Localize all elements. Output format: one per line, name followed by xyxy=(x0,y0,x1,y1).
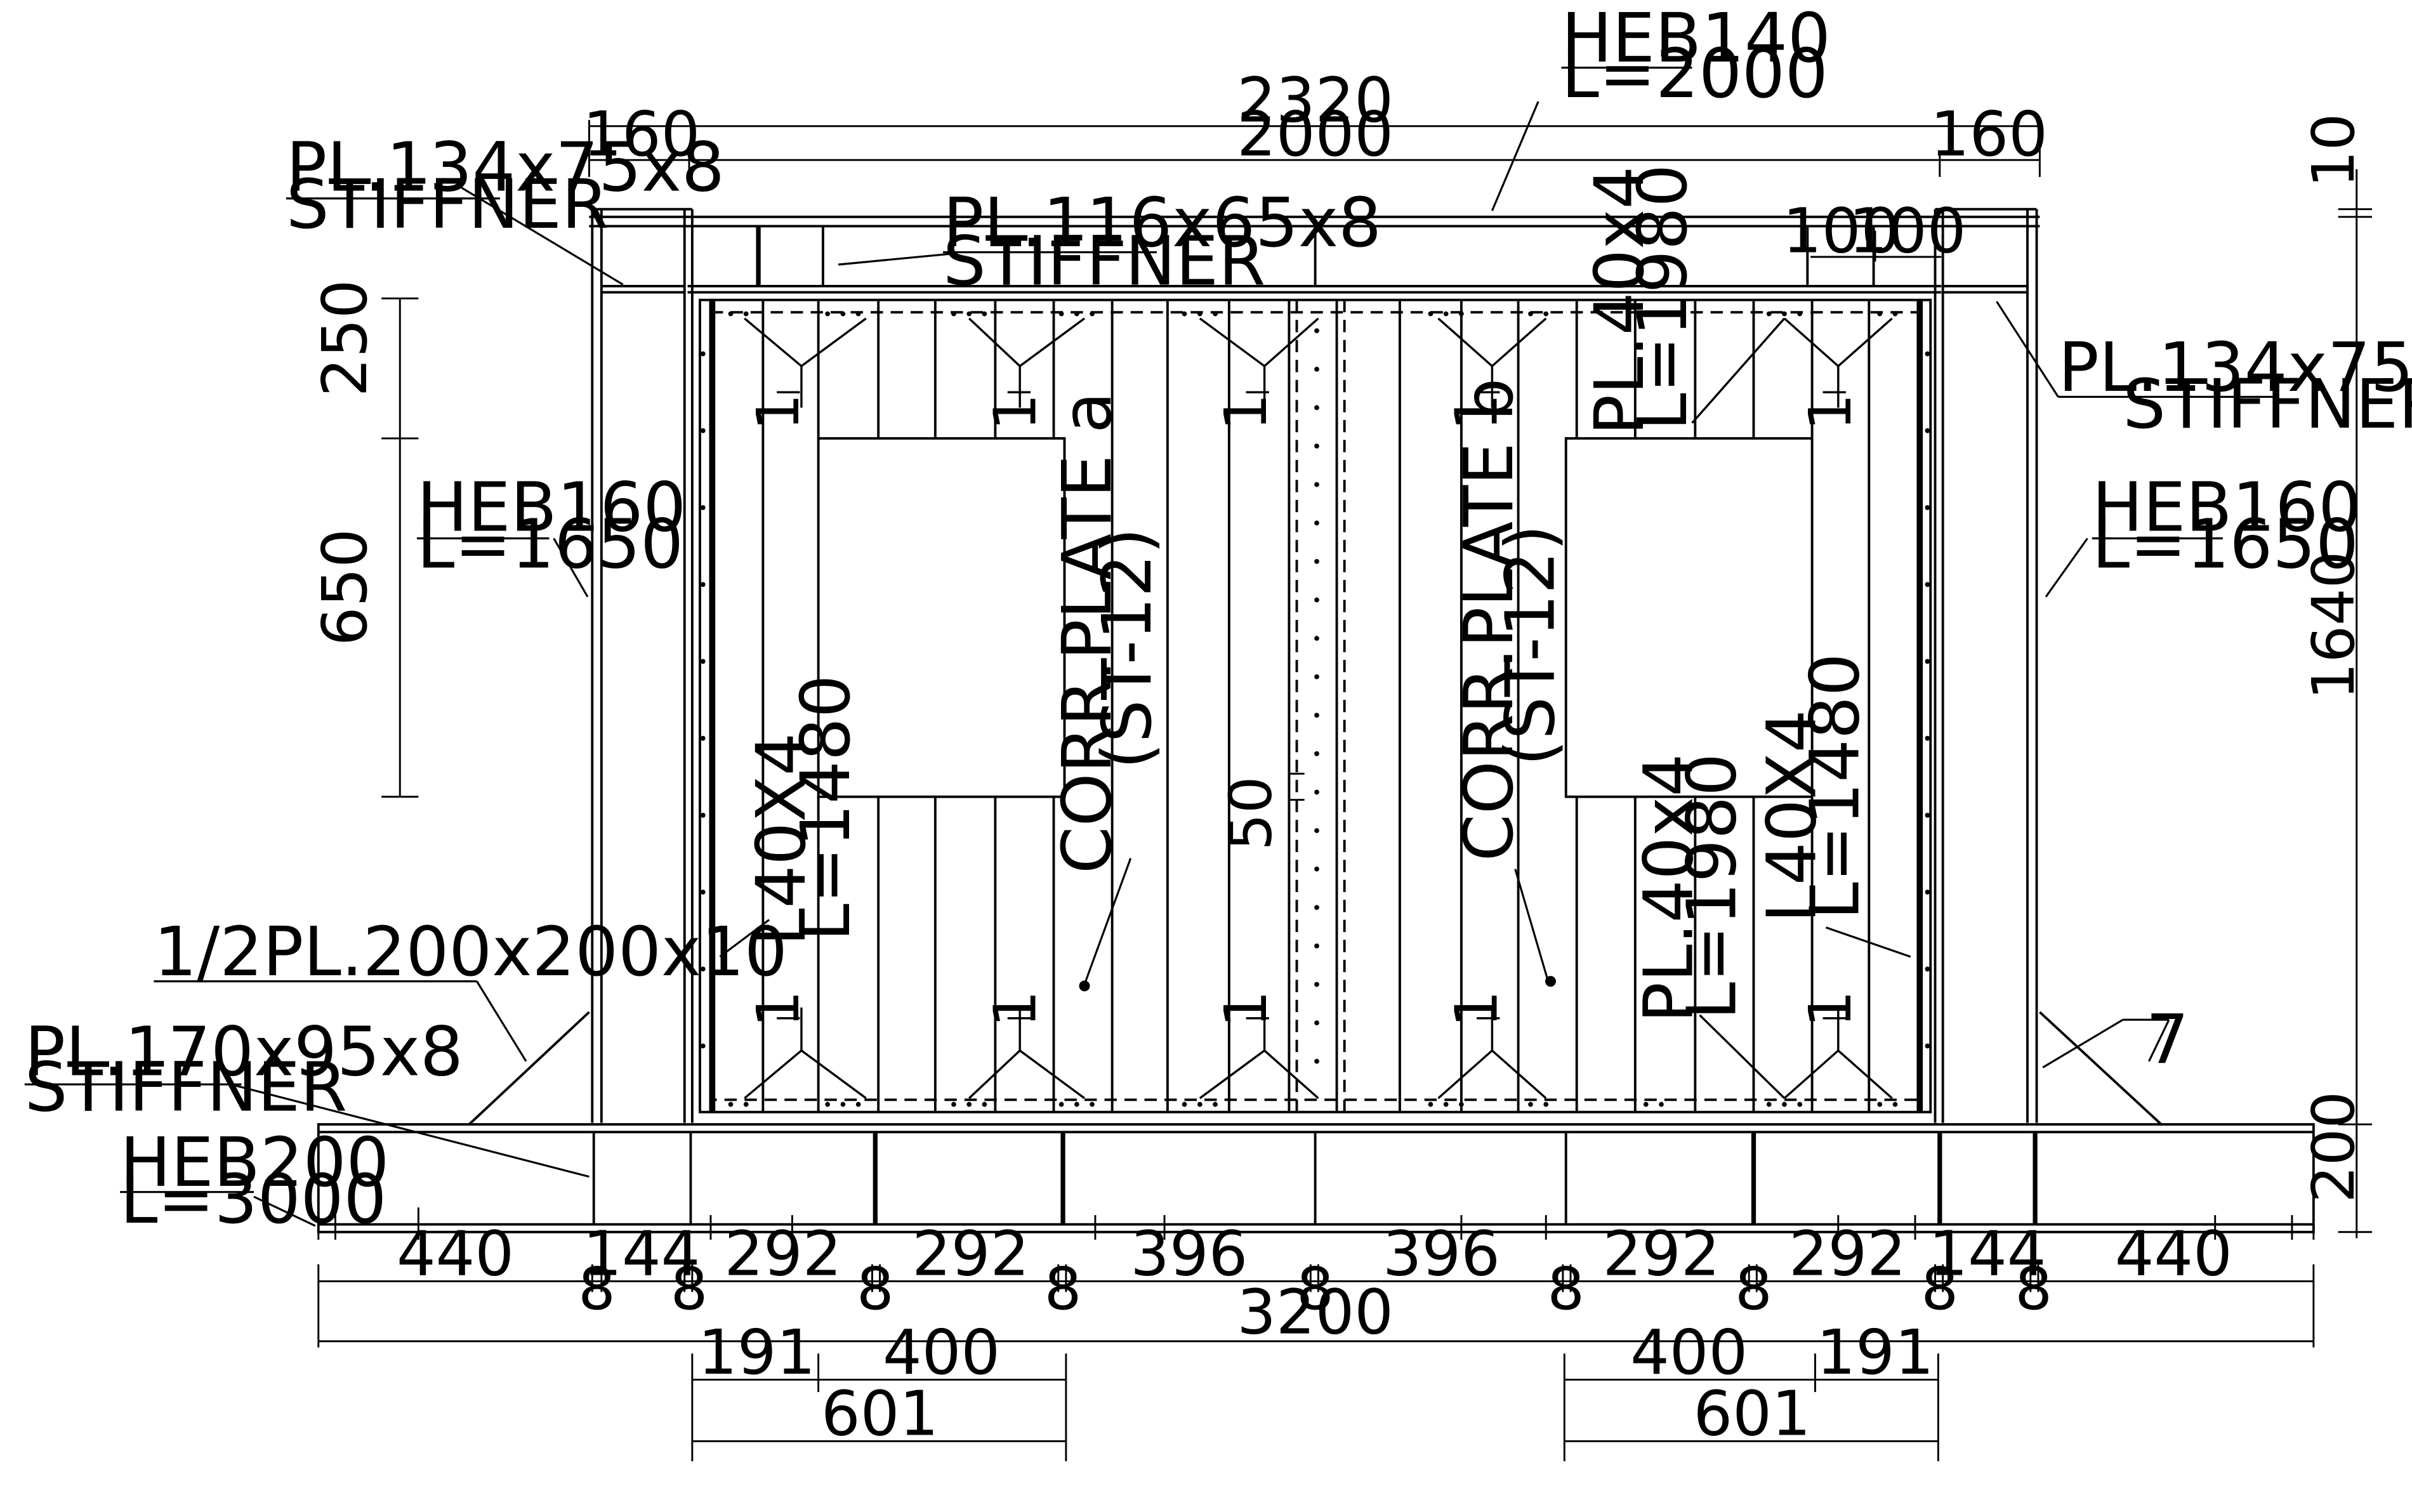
dim-bottom-segment: 396 xyxy=(1130,1218,1248,1290)
label-l40-left-length: L=1480 xyxy=(787,674,866,941)
label-heb160-left: HEB160 xyxy=(417,468,686,547)
label-l40-left: L40X4 xyxy=(742,733,821,946)
label-corr-plate-b-std: (ST-12) xyxy=(1491,525,1570,766)
label-heb140: HEB140 xyxy=(1561,0,1830,78)
bolt-holes xyxy=(700,311,1930,1107)
dim-stiffener-gap-b: 100 xyxy=(1849,195,1966,267)
dim-bottom-segment: 292 xyxy=(1789,1218,1906,1290)
right-column-heb160 xyxy=(1934,207,2038,1123)
dimension-lines xyxy=(317,120,2372,1461)
label-l40-right: L40X4 xyxy=(1753,709,1831,923)
vertical-labels: CORR.PLATE a (ST-12) CORR.PLATE b (ST-12… xyxy=(742,164,1875,1028)
dim-vertical-650: 650 xyxy=(309,529,381,646)
weld-symbol-label: 1 xyxy=(1212,990,1280,1028)
top-beam-heb140 xyxy=(589,215,2040,294)
dim-bottom-segment: 144 xyxy=(583,1218,700,1290)
dim-vertical-1640: 1640 xyxy=(2300,551,2368,700)
base-beam-heb200 xyxy=(317,1123,2315,1233)
dim-bottom-small: 8 xyxy=(1921,1255,1958,1323)
left-gusset-plate xyxy=(468,1011,590,1126)
dim-opening-right-total: 601 xyxy=(1694,1378,1811,1450)
dim-stiffener-gap-a: 100 xyxy=(1783,195,1900,267)
dim-opening-left-b: 400 xyxy=(883,1317,1000,1388)
dim-bottom-segment: 292 xyxy=(912,1218,1029,1290)
opening-right xyxy=(1564,437,1814,798)
dim-top-mid: 2000 xyxy=(1237,98,1394,170)
dim-bottom-segment: 440 xyxy=(397,1218,514,1290)
dim-top-left: 160 xyxy=(583,98,700,170)
label-l40-right-length: L=1480 xyxy=(1796,653,1875,919)
label-pl170: PL.170x95x8 xyxy=(25,1013,463,1092)
weld-symbol-label: 1 xyxy=(1796,393,1864,431)
label-leaders xyxy=(230,101,2170,1227)
dim-bottom-segment: 440 xyxy=(2115,1218,2232,1290)
member-labels: HEB140 L=2000 PL.134x75x8 STIFFNER PL.11… xyxy=(25,0,2412,1239)
dim-top-right: 160 xyxy=(1930,98,2048,170)
label-stiffener-right: STIFFNER xyxy=(2123,365,2412,444)
dim-bottom-small: 8 xyxy=(1735,1255,1772,1323)
dim-vertical-50: 50 xyxy=(1216,776,1284,850)
label-heb200: HEB200 xyxy=(120,1124,389,1202)
dim-bottom-small: 8 xyxy=(2015,1255,2052,1323)
label-pl40-top-length: L=1980 xyxy=(1624,164,1703,431)
label-corr-plate-a-std: (ST-12) xyxy=(1088,528,1167,769)
label-heb140-length: L=2000 xyxy=(1561,35,1828,114)
label-pl116: PL.116x65x8 xyxy=(943,184,1381,263)
dim-bottom-segment: 292 xyxy=(1603,1218,1720,1290)
dim-opening-left-total: 601 xyxy=(821,1378,939,1450)
dim-opening-left-a: 191 xyxy=(698,1317,815,1388)
dim-vertical-250: 250 xyxy=(309,279,381,397)
dim-bottom-overall: 3200 xyxy=(1237,1277,1394,1348)
weld-symbol-label: 1 xyxy=(1443,393,1511,431)
weld-symbol-label: 1 xyxy=(1796,990,1864,1028)
label-heb200-length: L=3000 xyxy=(120,1160,386,1239)
left-column-heb160 xyxy=(591,207,694,1123)
label-pl134-left: PL.134x75x8 xyxy=(286,129,725,207)
label-pl40-bottom-length: L=1980 xyxy=(1673,753,1751,1020)
label-corr-plate-b: CORR.PLATE b xyxy=(1450,378,1529,862)
label-stiffener-mid: STIFFNER xyxy=(943,223,1265,301)
dim-bottom-small: 8 xyxy=(578,1255,616,1323)
weld-leaders xyxy=(744,317,1893,1100)
label-pl40-top: PL.40x4 xyxy=(1581,166,1659,435)
label-corr-plate-a: CORR.PLATE a xyxy=(1048,392,1127,874)
dim-vertical-200: 200 xyxy=(2300,1091,2368,1203)
dim-bottom-small: 8 xyxy=(857,1255,894,1323)
dim-bottom-small: 8 xyxy=(1296,1255,1334,1323)
dim-bottom-small: 8 xyxy=(1045,1255,1082,1323)
dim-opening-right-b: 191 xyxy=(1816,1317,1934,1388)
label-weld-size: 7 xyxy=(2146,1001,2189,1079)
label-stiffener-bottom: STIFFNER xyxy=(25,1048,347,1127)
dim-bottom-segment: 292 xyxy=(724,1218,841,1290)
weld-symbol-label: 1 xyxy=(1212,393,1280,431)
dim-top-overall: 2320 xyxy=(1237,65,1394,136)
weld-symbol-label: 1 xyxy=(1443,990,1511,1028)
weld-symbol-label: 1 xyxy=(744,393,812,431)
leader-dots xyxy=(1079,976,1556,992)
label-pl134-right: PL.134x75x8 xyxy=(2058,329,2412,407)
label-heb160-right-length: L=1650 xyxy=(2092,506,2359,584)
label-underlines xyxy=(24,67,2274,1193)
label-stiffener-left: STIFFNER xyxy=(286,166,609,244)
weld-symbol-label: 1 xyxy=(981,990,1049,1028)
weld-symbol-label: 1 xyxy=(981,393,1049,431)
dim-bottom-segment: 396 xyxy=(1383,1218,1500,1290)
infill-panel-frame xyxy=(699,298,1932,1114)
dim-bottom-small: 8 xyxy=(1547,1255,1585,1323)
label-heb160-right: HEB160 xyxy=(2092,468,2361,547)
label-half-plate: 1/2PL.200x200x10 xyxy=(154,913,787,992)
right-gusset-plate xyxy=(2039,1011,2163,1126)
weld-symbol-label: 1 xyxy=(744,990,812,1028)
dim-vertical-10: 10 xyxy=(2300,114,2368,188)
dim-bottom-small: 8 xyxy=(671,1255,708,1323)
label-heb160-left-length: L=1650 xyxy=(417,506,683,584)
dimension-texts: 2320 160 2000 160 100 100 250 650 10 164… xyxy=(309,65,2368,1450)
dim-opening-right-a: 400 xyxy=(1630,1317,1748,1388)
opening-left xyxy=(817,437,1066,798)
dim-bottom-segment: 144 xyxy=(1928,1218,2046,1290)
label-pl40-bottom: PL.40x4 xyxy=(1630,754,1709,1023)
